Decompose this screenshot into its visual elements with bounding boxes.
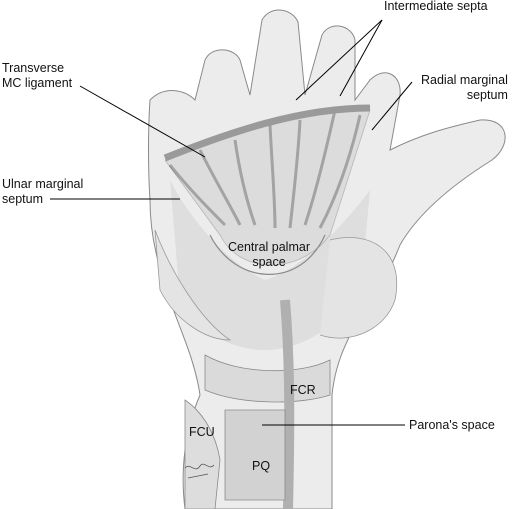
pq-muscle: [224, 409, 286, 501]
label-transverse-mc-ligament: Transverse MC ligament: [2, 61, 73, 90]
thenar-eminence: [319, 237, 397, 339]
label-ulnar-marginal-septum: Ulnar marginal septum: [2, 177, 84, 206]
palm-shading: [170, 180, 370, 350]
label-fcu: FCU: [189, 425, 215, 439]
leader-lines: [50, 19, 413, 426]
carpal-band: [204, 354, 331, 403]
label-pq: PQ: [252, 459, 271, 473]
leader-transverse: [79, 85, 206, 158]
leader-radial: [371, 81, 413, 131]
fcr-tendon: [280, 299, 295, 509]
label-fcr: FCR: [290, 383, 316, 397]
signature-mark: [184, 463, 215, 479]
transverse-band: [163, 104, 371, 162]
leader-intermediate-b: [339, 19, 383, 97]
label-parona-space: Parona's space: [409, 418, 495, 432]
fcu-muscle: [184, 399, 221, 509]
label-intermediate-septa: Intermediate septa: [384, 0, 488, 13]
central-space-arch: [209, 234, 326, 275]
hypothenar-eminence: [154, 229, 232, 341]
label-radial-marginal-septum: Radial marginal septum: [421, 73, 508, 102]
label-central-palmar-space: Central palmar space: [228, 240, 310, 269]
leader-intermediate-a: [295, 19, 383, 101]
